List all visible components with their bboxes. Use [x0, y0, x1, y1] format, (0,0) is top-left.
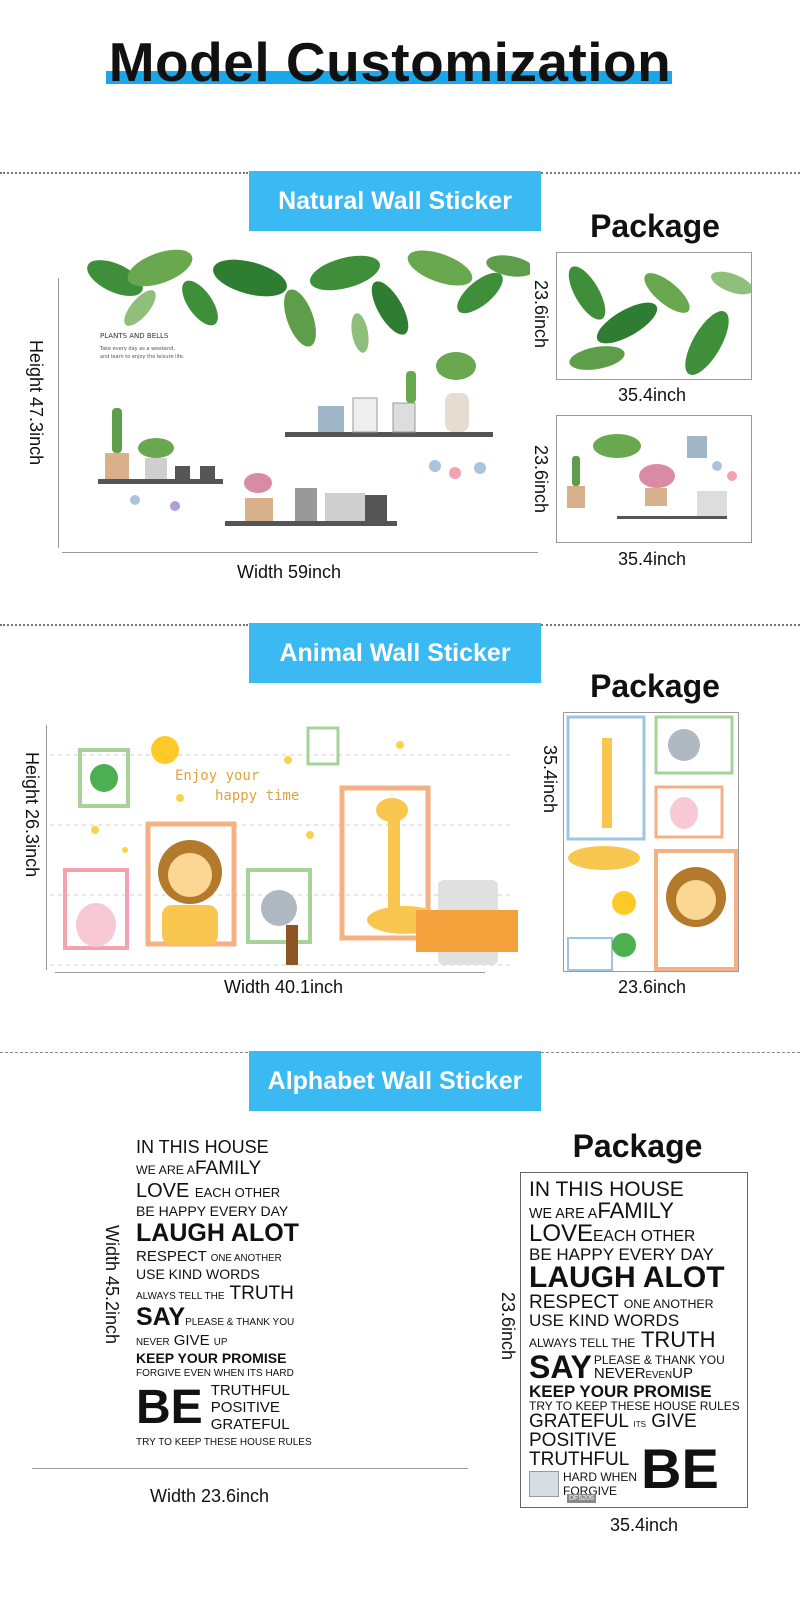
divider: [541, 172, 800, 174]
package-bottom-label: 23.6inch: [618, 977, 687, 997]
package-title: Package: [572, 1128, 703, 1164]
quote-word: HARD WHEN: [563, 1470, 637, 1484]
quote-line: FORGIVE EVEN WHEN ITS HARD: [136, 1368, 294, 1379]
quote-be: BE: [136, 1380, 203, 1434]
divider: [0, 1052, 248, 1053]
section-banner-natural: Natural Wall Sticker: [249, 171, 541, 231]
quote-be: BE: [641, 1437, 719, 1500]
package-bottom-label: 35.4inch: [610, 1515, 679, 1535]
quote-line: LAUGH ALOT: [136, 1219, 299, 1247]
quote-word: RESPECT: [136, 1248, 207, 1265]
art-text: happy time: [215, 788, 299, 804]
width-label: Width 59inch: [237, 562, 342, 582]
height-label: Width 45.2inch: [102, 1225, 122, 1345]
quote-word: UP: [672, 1364, 693, 1382]
section-banner-animal: Animal Wall Sticker: [249, 623, 541, 683]
package-sheet: [556, 415, 752, 543]
quote-line: IN THIS HOUSE: [529, 1178, 684, 1201]
art-line: Take every day as a weekend,: [99, 346, 175, 352]
quote-word: LOVE: [136, 1180, 190, 1202]
product-code: DF5206: [567, 1494, 596, 1503]
quote-word: UP: [213, 1337, 228, 1348]
package-bottom-label: 35.4inch: [618, 549, 687, 569]
quote-word: EACH OTHER: [194, 1185, 281, 1200]
quote-word: GIVE: [651, 1411, 697, 1432]
page-title: Model Customization: [108, 31, 672, 93]
height-label: Height 47.3inch: [26, 340, 46, 466]
package-title: Package: [590, 668, 720, 704]
width-label: Width 40.1inch: [224, 977, 344, 997]
quote-word: EVEN: [645, 1369, 673, 1381]
sample-thumbnail: [529, 1471, 559, 1497]
quote-preview: IN THIS HOUSE WE ARE AFAMILY LOVE EACH O…: [136, 1137, 312, 1448]
package-sheet: [556, 252, 752, 380]
quote-word: RESPECT: [529, 1292, 619, 1313]
quote-line: POSITIVE: [529, 1430, 617, 1451]
quote-word: ONE ANOTHER: [210, 1253, 282, 1264]
quote-word: SAY: [529, 1349, 592, 1385]
height-axis: [58, 278, 59, 548]
art-heading: PLANTS AND BELLS: [100, 332, 169, 340]
quote-line: USE KIND WORDS: [136, 1266, 260, 1282]
quote-line: KEEP YOUR PROMISE: [136, 1350, 287, 1366]
quote-word: ALWAYS TELL THE: [136, 1291, 225, 1302]
package-side-label: 23.6inch: [531, 280, 551, 349]
quote-line: USE KIND WORDS: [529, 1311, 680, 1330]
quote-word: ALWAYS TELL THE: [529, 1336, 636, 1350]
quote-line: TRUTHFUL: [210, 1382, 290, 1399]
animal-sticker-preview: Enjoy your happy time: [50, 720, 520, 970]
package-side-label: 23.6inch: [531, 445, 551, 514]
quote-word: TRUTH: [229, 1283, 294, 1304]
divider: [0, 624, 248, 626]
quote-line: GRATEFUL: [210, 1416, 290, 1433]
quote-word: PLEASE & THANK YOU: [185, 1317, 295, 1328]
quote-word: WE ARE A: [136, 1163, 195, 1177]
quote-word: WE ARE A: [529, 1206, 598, 1222]
quote-word: GRATEFUL: [529, 1411, 629, 1432]
package-bottom-label: 35.4inch: [618, 385, 687, 405]
quote-line: KEEP YOUR PROMISE: [529, 1382, 712, 1401]
quote-word: ONE ANOTHER: [623, 1297, 714, 1311]
title-underline: [106, 71, 672, 84]
quote-word: PLEASE & THANK YOU: [593, 1352, 725, 1367]
width-axis: [55, 972, 485, 973]
quote-word: ITS: [633, 1420, 646, 1429]
quote-line: POSITIVE: [210, 1399, 280, 1416]
quote-line: TRUTHFUL: [529, 1449, 630, 1470]
quote-word: GIVE: [173, 1332, 210, 1349]
quote-line: IN THIS HOUSE: [136, 1137, 269, 1157]
quote-line: TRY TO KEEP THESE HOUSE RULES: [136, 1437, 312, 1448]
height-label: Height 26.3inch: [22, 752, 42, 878]
width-axis: [32, 1468, 468, 1469]
package-sheet: IN THIS HOUSE WE ARE AFAMILY LOVEEACH OT…: [520, 1172, 748, 1508]
quote-line: TRY TO KEEP THESE HOUSE RULES: [529, 1399, 740, 1413]
art-line: and learn to enjoy the leisure life.: [100, 354, 185, 360]
natural-sticker-preview: PLANTS AND BELLS Take every day as a wee…: [60, 248, 534, 548]
quote-word: EACH OTHER: [593, 1228, 696, 1245]
art-text: Enjoy your: [175, 768, 259, 784]
quote-word: TRUTH: [640, 1327, 716, 1352]
quote-word: FAMILY: [195, 1158, 262, 1179]
divider: [541, 1052, 800, 1053]
quote-line: BE HAPPY EVERY DAY: [529, 1245, 714, 1264]
width-axis: [62, 552, 538, 553]
quote-line: BE HAPPY EVERY DAY: [136, 1203, 289, 1219]
package-title: Package: [590, 208, 720, 244]
package-side-label: 23.6inch: [498, 1292, 518, 1361]
quote-word: NEVER: [136, 1337, 170, 1348]
divider: [0, 172, 248, 174]
width-label: Width 23.6inch: [150, 1486, 270, 1506]
divider: [541, 624, 800, 626]
height-axis: [46, 725, 47, 970]
package-side-label: 35.4inch: [540, 745, 560, 814]
section-banner-alphabet: Alphabet Wall Sticker: [249, 1051, 541, 1111]
package-sheet: [563, 712, 739, 972]
quote-word: FAMILY: [597, 1198, 674, 1223]
quote-word: LOVE: [529, 1220, 594, 1247]
quote-word: NEVER: [593, 1364, 646, 1382]
quote-word: SAY: [136, 1303, 186, 1331]
quote-line: LAUGH ALOT: [529, 1261, 725, 1294]
